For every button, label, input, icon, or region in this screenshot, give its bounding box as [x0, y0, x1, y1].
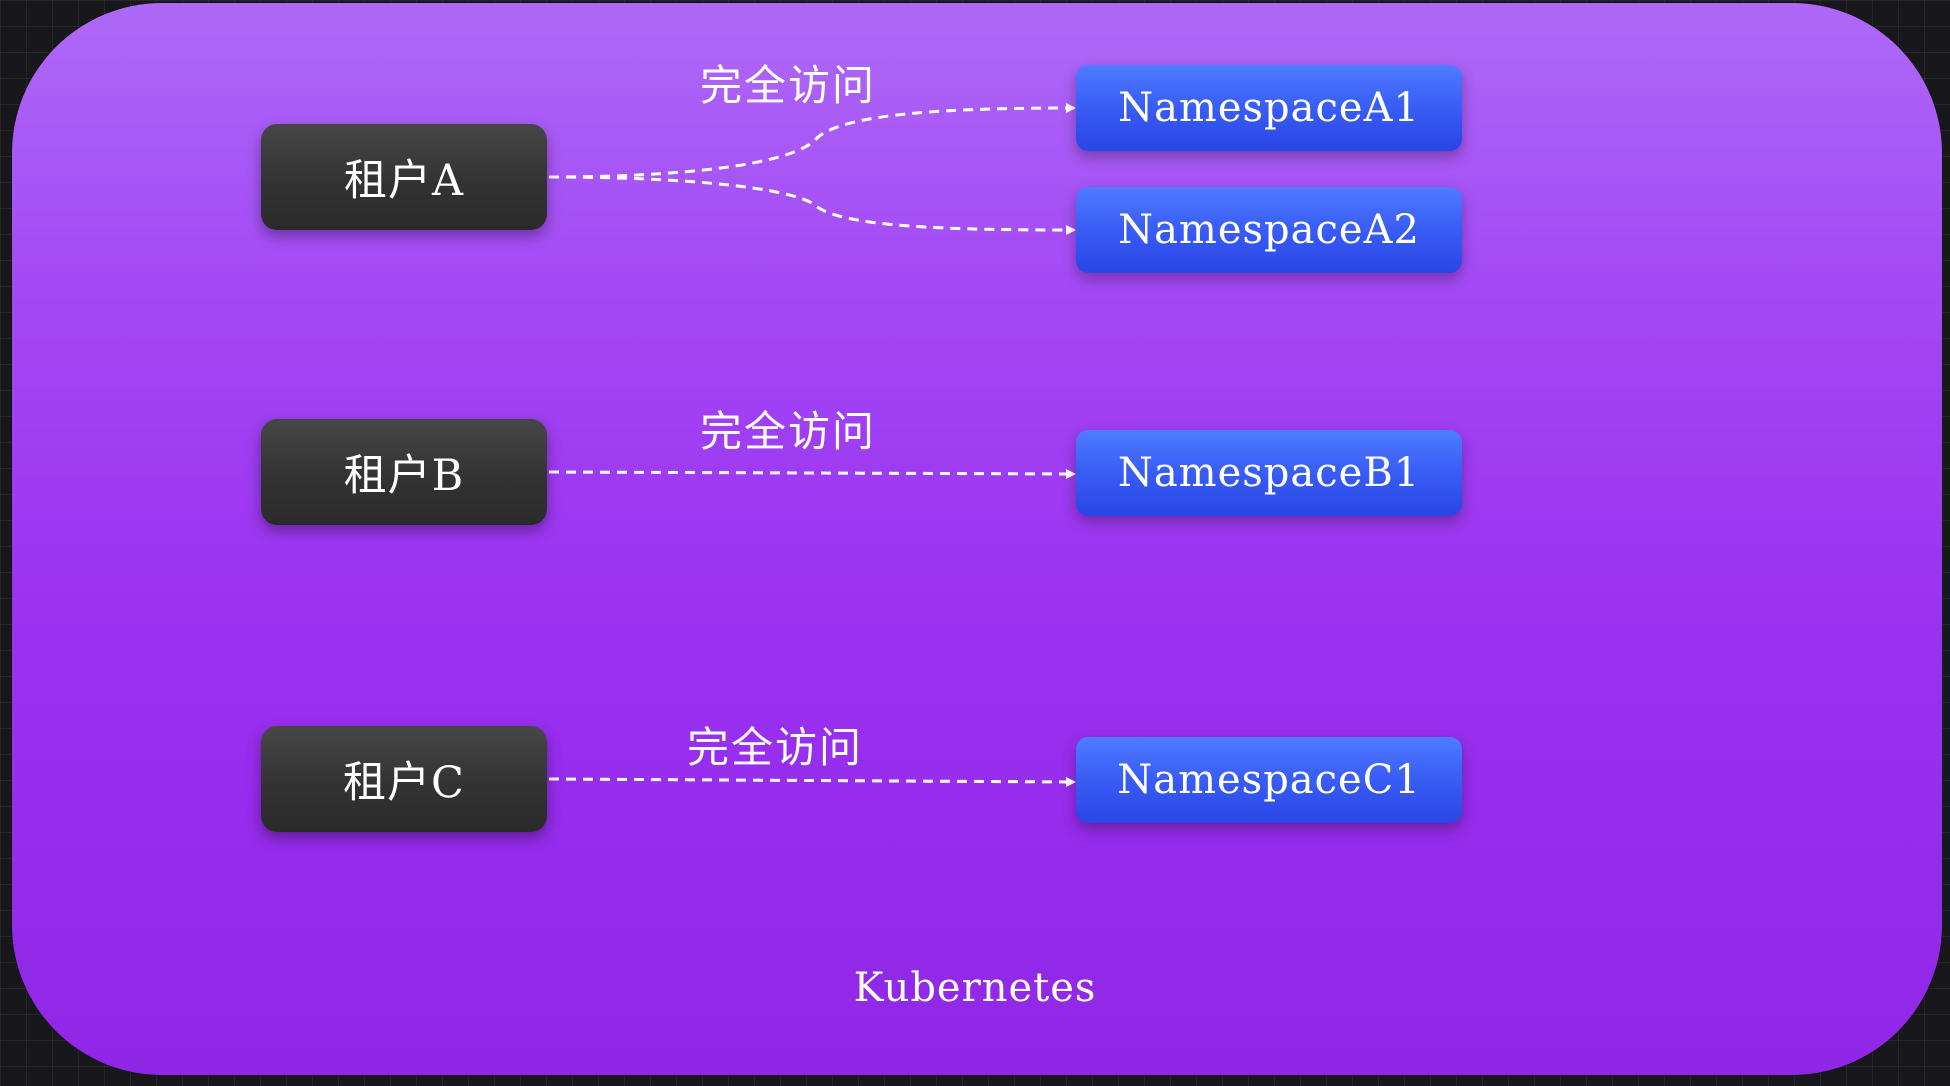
namespace-b1-node[interactable]: NamespaceB1: [1076, 430, 1462, 516]
tenant-b-node[interactable]: 租户B: [261, 419, 547, 525]
edge-label-tenant-c: 完全访问: [687, 723, 864, 772]
namespace-a2-node[interactable]: NamespaceA2: [1076, 187, 1462, 273]
edge-label-tenant-b: 完全访问: [700, 407, 877, 456]
namespace-c1-node[interactable]: NamespaceC1: [1076, 737, 1462, 823]
edge-label-tenant-a: 完全访问: [700, 61, 877, 110]
namespace-a1-node[interactable]: NamespaceA1: [1076, 65, 1462, 151]
tenant-a-node[interactable]: 租户A: [261, 124, 547, 230]
cluster-label: Kubernetes: [853, 965, 1097, 1011]
tenant-c-node[interactable]: 租户C: [261, 726, 547, 832]
